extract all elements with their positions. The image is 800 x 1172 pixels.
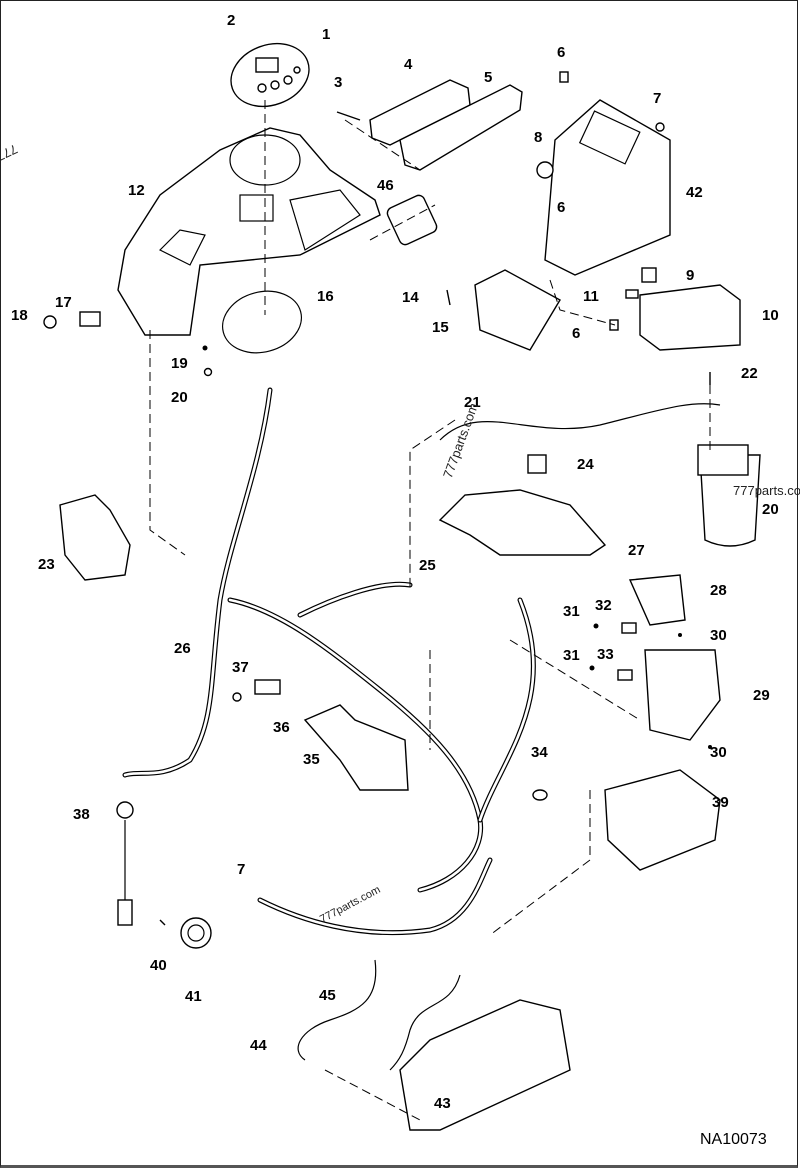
callout-27: 27 xyxy=(628,542,645,559)
callout-9: 9 xyxy=(686,267,695,284)
nut-part-31-lower xyxy=(589,665,595,671)
callout-17: 18 xyxy=(11,307,28,324)
fuse-box-part-10 xyxy=(639,284,741,351)
callout-26: 26 xyxy=(174,640,191,657)
callout-12: 14 xyxy=(402,289,419,306)
callout-24: 24 xyxy=(577,456,594,473)
joystick-part-35 xyxy=(303,704,409,791)
callout-5: 5 xyxy=(484,69,493,86)
callout-43: 43 xyxy=(434,1095,451,1112)
callout-18: 19 xyxy=(171,355,188,372)
screw-part-30 xyxy=(678,633,682,637)
switch-part-33 xyxy=(617,669,633,681)
bolt-part-3 xyxy=(336,111,361,121)
callout-3: 3 xyxy=(334,74,343,91)
harness-cover-part-27 xyxy=(438,489,607,556)
callout-42: 42 xyxy=(686,184,703,201)
callout-6-bottom: 6 xyxy=(572,325,581,342)
callout-10: 10 xyxy=(762,307,779,324)
callout-32: 32 xyxy=(595,597,612,614)
callout-41: 41 xyxy=(185,988,202,1005)
callout-21: 21 xyxy=(464,394,481,411)
bolt-part-40 xyxy=(159,919,166,926)
callout-16: 17 xyxy=(55,294,72,311)
harness-part-44 xyxy=(297,959,377,1061)
callout-40: 40 xyxy=(150,957,167,974)
cover-part-46 xyxy=(386,194,438,246)
callout-23: 23 xyxy=(38,556,55,573)
switch-part-32 xyxy=(621,622,637,634)
callout-15: 12 xyxy=(128,182,145,199)
callout-29: 29 xyxy=(753,687,770,704)
clip-part-6 xyxy=(559,71,569,83)
callout-25: 25 xyxy=(419,557,436,574)
nut-part-7 xyxy=(655,122,665,132)
callout-4: 4 xyxy=(404,56,413,73)
sensor-part-38 xyxy=(116,801,134,926)
callout-45: 45 xyxy=(319,987,336,1004)
clamp-part-34 xyxy=(532,789,548,801)
screw-part-19 xyxy=(203,367,213,377)
sensor-wire-part-21 xyxy=(439,403,721,441)
callout-13: 15 xyxy=(432,319,449,336)
figure-id-label: NA10073 xyxy=(700,1131,767,1148)
callout-2: 2 xyxy=(227,12,236,29)
callout-37: 37 xyxy=(232,659,249,676)
control-module-part-13 xyxy=(474,269,561,351)
rivet-part-18 xyxy=(202,345,208,351)
callout-1: 1 xyxy=(322,26,331,43)
nut-part-37 xyxy=(232,692,242,702)
callout-34: 34 xyxy=(531,744,548,761)
instrument-panel-part-1 xyxy=(230,42,310,108)
callout-46: 46 xyxy=(377,177,394,194)
bracket-part-28 xyxy=(628,574,686,626)
callout-33: 33 xyxy=(597,646,614,663)
screw-part-30-lower xyxy=(708,745,712,749)
callout-31-top: 31 xyxy=(563,603,580,620)
nut-part-31 xyxy=(593,623,599,629)
callout-8: 8 xyxy=(534,129,543,146)
relay-part-24 xyxy=(527,454,547,474)
watermark-text: 777parts.co xyxy=(733,483,800,498)
socket-part-16 xyxy=(79,311,101,327)
callout-28: 28 xyxy=(710,582,727,599)
grommet-part-8 xyxy=(536,161,554,179)
callout-7-top: 7 xyxy=(653,90,662,107)
filter-part-20 xyxy=(697,444,761,547)
callout-6-middle: 6 xyxy=(557,199,566,216)
gasket-ring-part-14 xyxy=(221,290,303,354)
callout-30-bottom: 30 xyxy=(710,744,727,761)
callout-38: 38 xyxy=(73,806,90,823)
callout-11: 11 xyxy=(583,288,599,305)
callout-44: 44 xyxy=(250,1037,267,1054)
callout-7-bottom: 7 xyxy=(237,861,246,878)
fuse-part-11 xyxy=(625,289,639,299)
horn-part-41 xyxy=(180,917,212,949)
relay-part-9 xyxy=(641,267,657,283)
screw-part-12 xyxy=(446,289,451,306)
callout-19: 20 xyxy=(171,389,188,406)
callout-22: 22 xyxy=(741,365,758,382)
bracket-part-29 xyxy=(644,649,721,741)
plug-part-17 xyxy=(43,315,57,329)
gasket-part-5 xyxy=(399,84,523,171)
callout-39: 39 xyxy=(712,794,729,811)
callout-6-top: 6 xyxy=(557,44,566,61)
callout-31-bottom: 31 xyxy=(563,647,580,664)
harness-part-45 xyxy=(389,974,461,1071)
callout-14: 16 xyxy=(317,288,334,305)
callout-30-top: 30 xyxy=(710,627,727,644)
callout-35: 35 xyxy=(303,751,320,768)
joystick-part-23 xyxy=(59,494,131,581)
bracket-part-42 xyxy=(544,99,671,276)
control-valve-part-43 xyxy=(399,999,571,1131)
valve-part-39 xyxy=(604,769,721,871)
connector-part-36 xyxy=(254,679,281,695)
callout-36: 36 xyxy=(273,719,290,736)
dash-cover-part-15 xyxy=(117,127,381,336)
main-harness-part-26 xyxy=(122,387,536,936)
callout-20: 20 xyxy=(762,501,779,518)
